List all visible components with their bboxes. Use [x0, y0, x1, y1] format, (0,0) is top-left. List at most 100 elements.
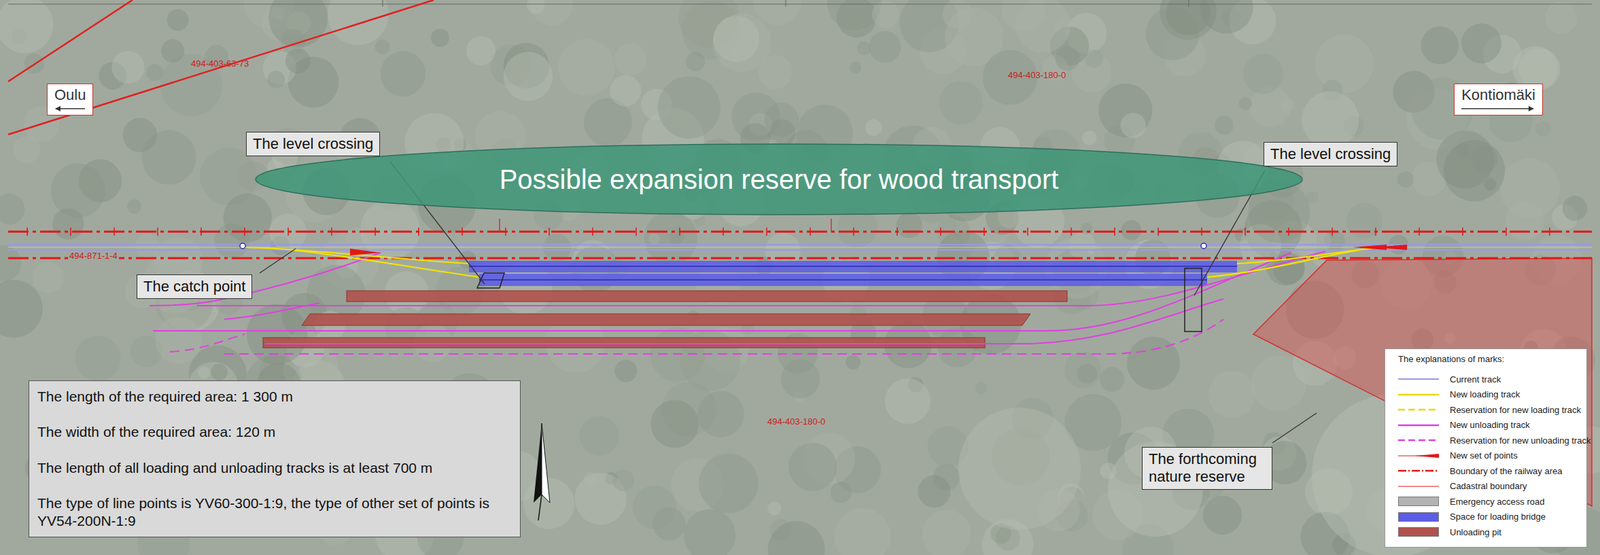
- legend-text: Unloading pit: [1449, 527, 1502, 538]
- texture-blob: [758, 55, 793, 90]
- texture-blob: [1461, 23, 1502, 64]
- texture-blob: [154, 317, 202, 365]
- texture-blob: [1301, 91, 1359, 149]
- legend-line-sample: [1398, 405, 1439, 415]
- texture-blob: [1064, 351, 1102, 389]
- node-label: The forthcoming nature reserve: [1148, 450, 1266, 487]
- parcel-number: 494-403-63-73: [190, 58, 249, 69]
- frame-ticks: [8, 0, 1592, 7]
- boundary-tick: [157, 227, 159, 236]
- legend-line-sample: [1398, 435, 1439, 446]
- legend-text: New loading track: [1449, 389, 1520, 400]
- texture-blob: [523, 478, 575, 530]
- legend-row: Unloading pit: [1398, 525, 1502, 539]
- texture-blob: [268, 0, 328, 48]
- direction-box: Kontiomäki: [1453, 83, 1543, 116]
- legend-swatch: [1398, 527, 1439, 537]
- info-text: The type of line points is YV60-300-1:9,…: [37, 494, 512, 531]
- callout-box: The catch point: [136, 274, 253, 300]
- texture-blob: [767, 501, 781, 516]
- legend-text: New unloading track: [1449, 420, 1530, 431]
- texture-blob: [872, 0, 900, 28]
- texture-blob: [161, 39, 185, 63]
- texture-blob: [857, 41, 871, 56]
- texture-blob: [0, 193, 25, 225]
- legend-row: Boundary of the railway area: [1398, 464, 1562, 478]
- boundary-tick: [766, 227, 768, 236]
- texture-blob: [1015, 0, 1072, 54]
- cadastral-boundary: [8, 0, 434, 135]
- texture-blob: [111, 50, 145, 84]
- boundary-tick: [244, 227, 246, 236]
- texture-blob: [223, 193, 272, 242]
- texture-blob: [0, 280, 43, 338]
- legend-row: Cadastral boundary: [1398, 479, 1527, 494]
- boundary-tick: [1462, 227, 1464, 236]
- legend-text: Cadastral boundary: [1449, 481, 1527, 492]
- boundary-tick: [635, 227, 637, 236]
- texture-blob: [1280, 97, 1295, 113]
- boundary-tick: [1418, 227, 1420, 236]
- texture-blob: [683, 509, 736, 555]
- texture-blob: [712, 15, 760, 62]
- boundary-tick: [592, 227, 594, 236]
- texture-blob: [922, 509, 972, 555]
- texture-blob: [1397, 171, 1414, 188]
- boundary-tick: [461, 227, 463, 236]
- texture-blob: [135, 233, 160, 259]
- boundary-tick: [853, 227, 855, 236]
- level-crossing-mark: [477, 268, 1202, 332]
- texture-blob: [1243, 53, 1284, 94]
- boundary-tick: [1505, 227, 1507, 236]
- node-label: The catch point: [143, 277, 246, 296]
- texture-blob: [50, 163, 106, 218]
- node-label: The level crossing: [252, 135, 374, 153]
- texture-blob: [167, 9, 189, 32]
- texture-blob: [1120, 112, 1146, 138]
- legend-line-sample: [1398, 390, 1439, 400]
- legend-row: Reservation for new loading track: [1398, 403, 1581, 417]
- texture-blob: [644, 211, 698, 265]
- texture-blob: [1199, 0, 1253, 34]
- texture-blob: [1443, 140, 1506, 202]
- boundary-tick: [1331, 227, 1333, 236]
- legend-row: New unloading track: [1398, 418, 1530, 433]
- texture-blob: [1099, 367, 1125, 393]
- legend-text: New set of points: [1449, 450, 1518, 461]
- boundary-tick: [1549, 227, 1551, 236]
- texture-blob: [632, 485, 677, 530]
- legend-line-sample: [1398, 481, 1439, 492]
- boundary-tick: [70, 227, 72, 236]
- texture-blob: [657, 76, 721, 139]
- boundary-tick: [113, 227, 115, 236]
- direction-box: Oulu: [46, 83, 94, 116]
- texture-blob: [975, 382, 988, 395]
- boundary-tick: [896, 227, 898, 236]
- boundary-tick: [1157, 227, 1159, 236]
- texture-blob: [1084, 49, 1104, 68]
- legend-text: Current track: [1449, 374, 1501, 385]
- legend-row: New set of points: [1398, 449, 1518, 463]
- node-label: Oulu: [54, 86, 86, 104]
- texture-blob: [1203, 496, 1242, 535]
- texture-blob: [1239, 97, 1252, 111]
- loading-track: [244, 246, 1394, 278]
- node-label: The level crossing: [1270, 145, 1391, 164]
- info-text: The width of the required area: 120 m: [37, 423, 512, 442]
- direction-arrow: [1461, 104, 1535, 113]
- boundary-tick: [331, 227, 333, 236]
- parcel-number: 494-403-180-0: [1007, 70, 1066, 81]
- boundary-tick: [1244, 227, 1246, 236]
- legend-row: Space for loading bridge: [1398, 510, 1546, 525]
- texture-blob: [612, 469, 635, 492]
- texture-blob: [1562, 195, 1588, 221]
- texture-blob: [788, 443, 837, 492]
- texture-blob: [1214, 115, 1234, 135]
- boundary-ticks: [27, 227, 1550, 236]
- boundary-tick: [1288, 227, 1290, 236]
- reserved-unloading-track: [169, 319, 1224, 355]
- texture-blob: [32, 262, 64, 294]
- texture-blob: [1082, 130, 1097, 145]
- texture-blob: [1054, 46, 1080, 71]
